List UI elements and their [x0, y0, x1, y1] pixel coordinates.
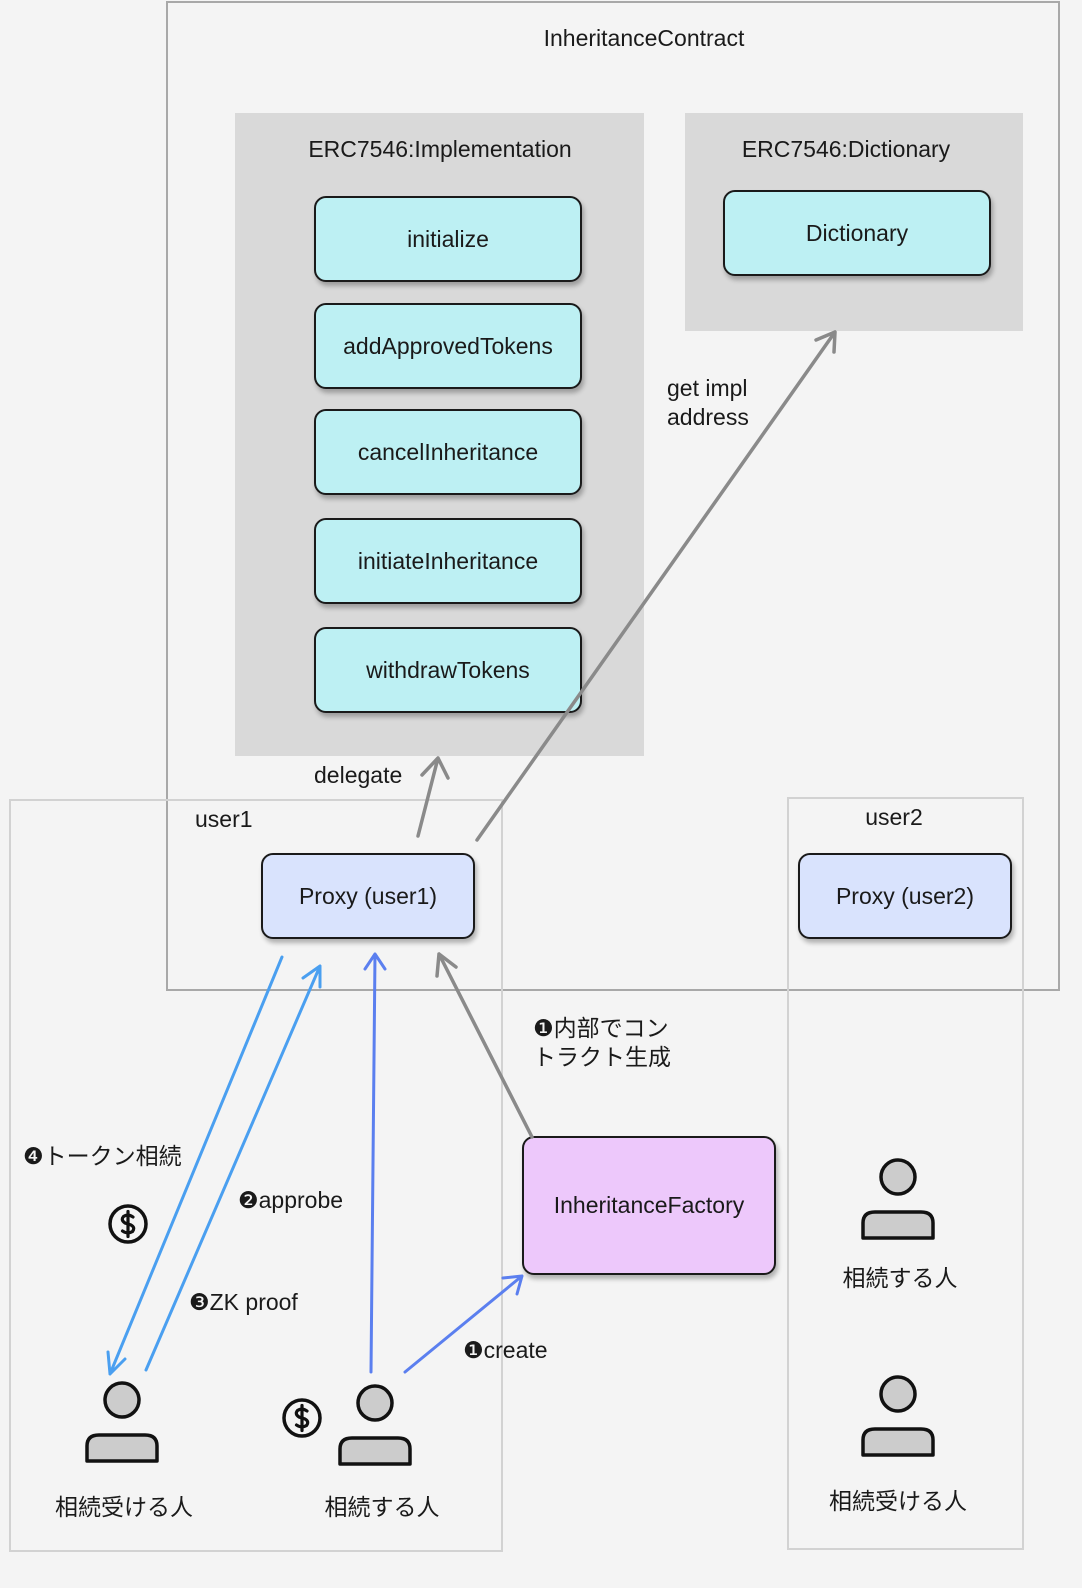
function-initialize[interactable]: initialize [314, 196, 582, 282]
zk-proof-arrow-icon [144, 964, 322, 1372]
contract-title: InheritanceContract [543, 25, 745, 51]
internal-create-arrow-icon [435, 952, 534, 1139]
user1-frame [9, 799, 503, 1552]
user2-title: user2 [865, 804, 923, 830]
delegate-arrow-icon [416, 756, 450, 838]
function-add-approved-tokens[interactable]: addApprovedTokens [314, 303, 582, 389]
create-label: ❶create [463, 1337, 548, 1363]
inheritance-contract-frame [166, 1, 1060, 991]
user1-title: user1 [195, 806, 253, 832]
implementation-title: ERC7546:Implementation [308, 136, 572, 162]
internal-create-label-2: トラクト生成 [533, 1044, 671, 1070]
get-impl-label-2: address [667, 404, 749, 430]
create-arrow-icon [403, 1274, 524, 1374]
function-withdraw-tokens[interactable]: withdrawTokens [314, 627, 582, 713]
function-cancel-inheritance[interactable]: cancelInheritance [314, 409, 582, 495]
user1-testator-label: 相続する人 [324, 1494, 440, 1520]
user1-heir-label: 相続受ける人 [55, 1494, 193, 1520]
proxy-user1[interactable]: Proxy (user1) [261, 853, 475, 939]
function-initiate-inheritance[interactable]: initiateInheritance [314, 518, 582, 604]
person-icon [861, 1158, 935, 1240]
internal-create-label: ❶内部でコン [533, 1015, 669, 1041]
approbe-label: ❷approbe [238, 1187, 344, 1213]
get-impl-label: get impl [667, 375, 748, 401]
user2-heir-label: 相続受ける人 [829, 1488, 967, 1514]
token-inherit-label: ❹トークン相続 [23, 1143, 182, 1169]
user2-frame [787, 797, 1024, 1550]
dictionary-box[interactable]: Dictionary [723, 190, 991, 276]
user2-testator-label: 相続する人 [842, 1265, 958, 1291]
dollar-coin-icon [108, 1204, 148, 1244]
person-icon [861, 1375, 935, 1457]
zk-proof-label: ❸ZK proof [189, 1289, 298, 1315]
token-inherit-arrow-icon [106, 955, 284, 1376]
delegate-label: delegate [314, 762, 403, 788]
approbe-arrow-icon [363, 952, 387, 1374]
dictionary-title: ERC7546:Dictionary [741, 136, 951, 162]
person-icon [85, 1381, 159, 1463]
proxy-user2[interactable]: Proxy (user2) [798, 853, 1012, 939]
dollar-coin-icon [282, 1398, 322, 1438]
inheritance-factory[interactable]: InheritanceFactory [522, 1136, 776, 1275]
person-icon [338, 1384, 412, 1466]
get-impl-arrow-icon [475, 330, 837, 842]
